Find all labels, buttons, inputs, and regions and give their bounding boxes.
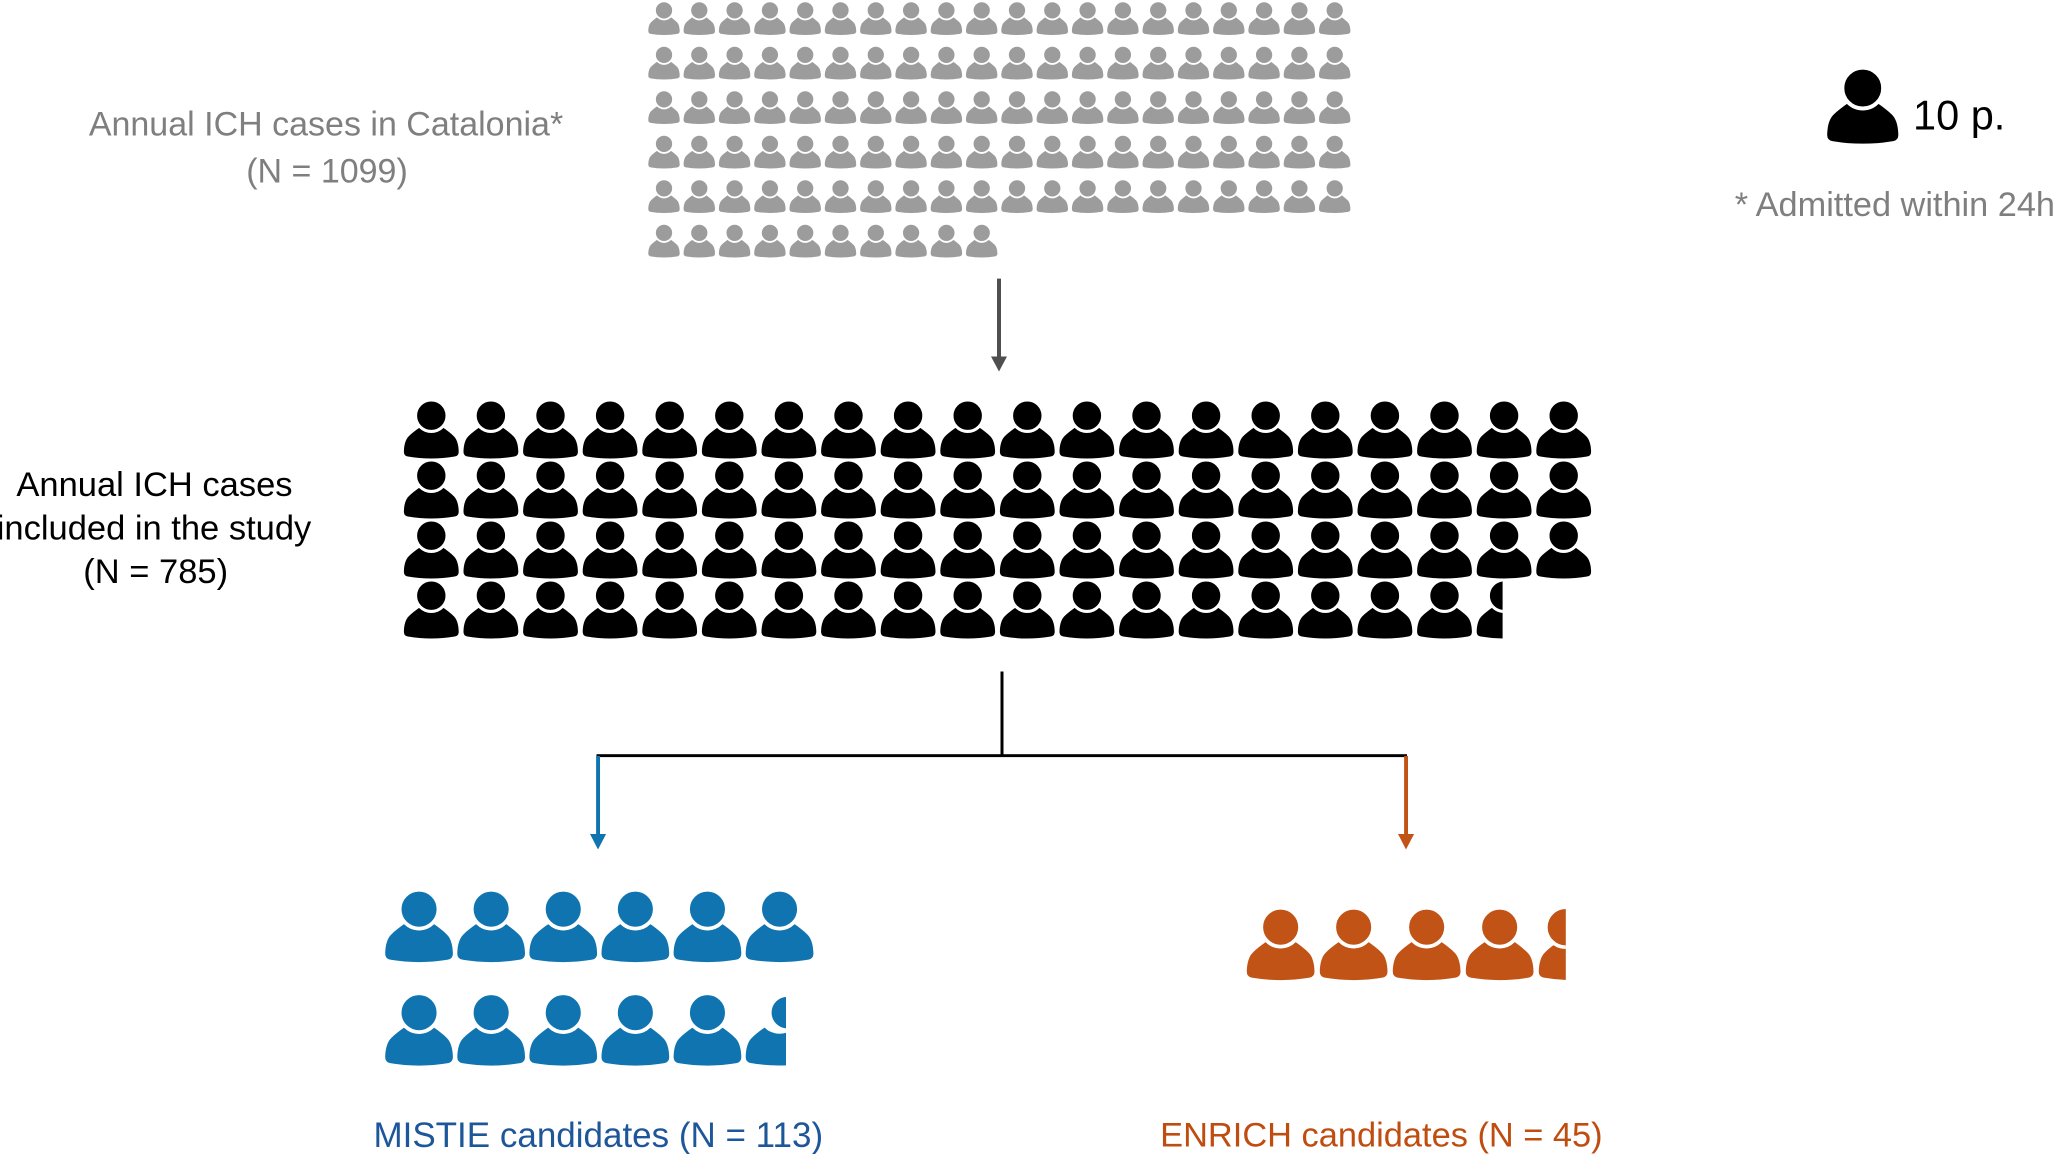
svg-text:(N = 1099): (N = 1099): [246, 153, 408, 191]
svg-text:MISTIE candidates (N = 113): MISTIE candidates (N = 113): [373, 1116, 823, 1154]
svg-text:(N = 785): (N = 785): [83, 553, 228, 591]
svg-text:10 p.: 10 p.: [1913, 92, 2005, 139]
svg-text:Annual ICH cases: Annual ICH cases: [16, 466, 292, 504]
svg-text:* Admitted within 24h: * Admitted within 24h: [1735, 186, 2055, 224]
svg-text:included in the study: included in the study: [0, 510, 312, 548]
svg-text:ENRICH candidates (N = 45): ENRICH candidates (N = 45): [1160, 1116, 1602, 1154]
svg-text:Annual ICH cases in Catalonia*: Annual ICH cases in Catalonia*: [89, 106, 563, 144]
